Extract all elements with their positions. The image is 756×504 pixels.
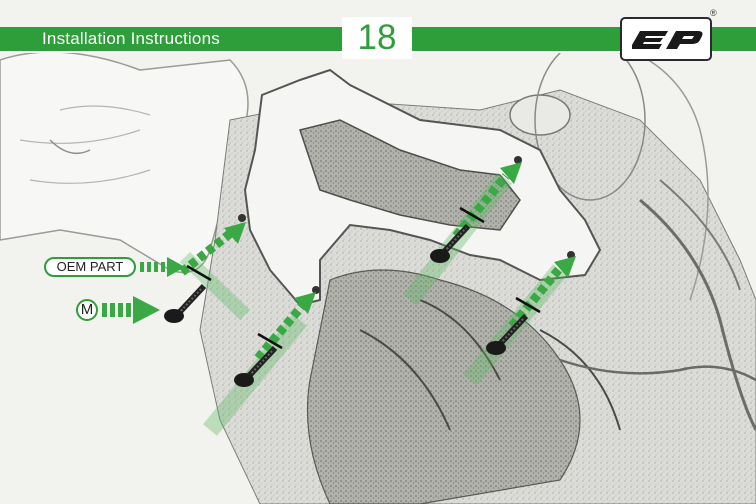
ep-logo-mark xyxy=(622,19,710,59)
page-title: Installation Instructions xyxy=(42,29,220,49)
ep-logo-icon xyxy=(620,17,712,61)
oem-part-label: OEM PART xyxy=(44,257,136,277)
registered-mark: ® xyxy=(710,8,717,18)
page-number: 18 xyxy=(342,17,412,59)
m-label: M xyxy=(76,299,98,321)
